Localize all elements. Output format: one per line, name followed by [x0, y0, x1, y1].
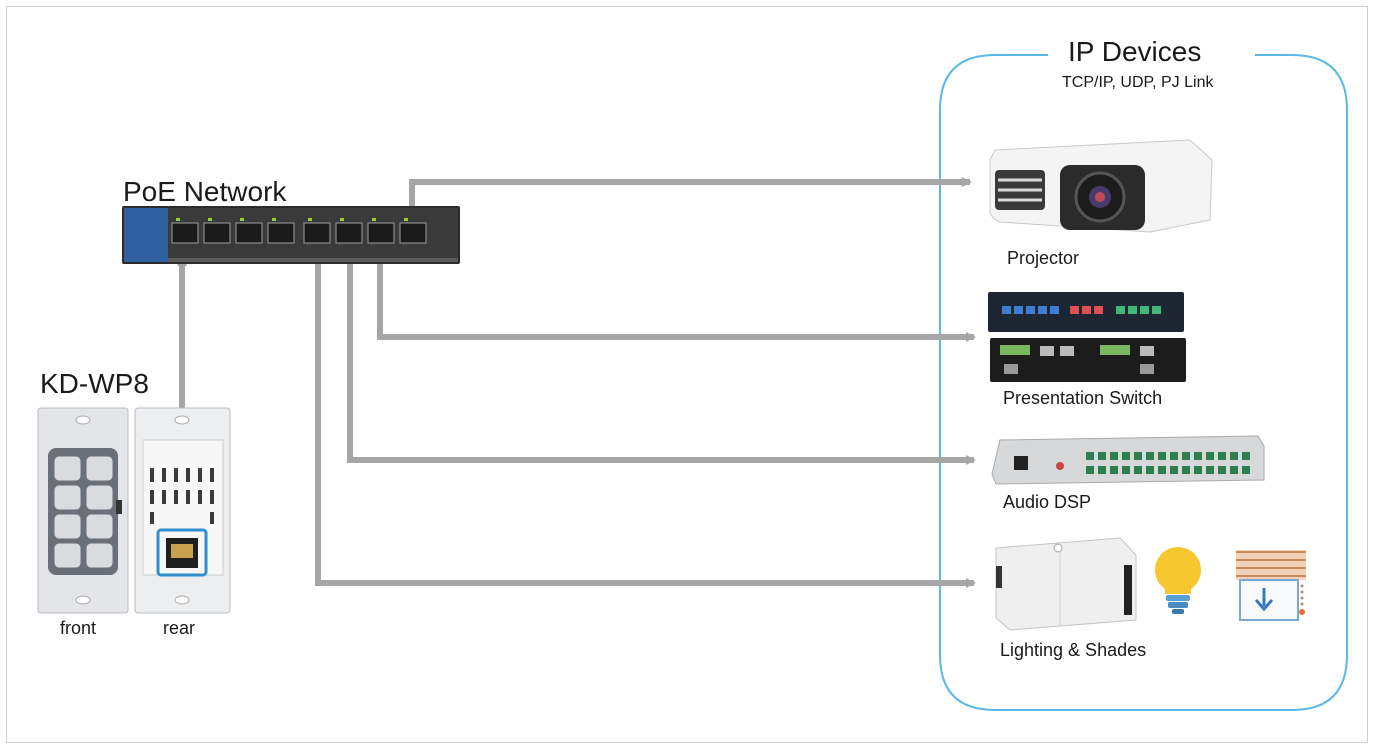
line-to-presentation-switch	[377, 258, 976, 342]
keypad-rear-icon	[134, 407, 231, 614]
keypad-front-icon	[37, 407, 129, 614]
line-to-projector	[409, 177, 972, 222]
device-label-presentation-switch: Presentation Switch	[1003, 388, 1163, 408]
lighting-controller-icon	[995, 537, 1137, 631]
light-bulb-icon	[1155, 547, 1201, 614]
keypad-model-label: KD-WP8	[40, 368, 149, 399]
poe-network-label: PoE Network	[123, 176, 287, 207]
keypad-rear-label: rear	[163, 618, 196, 638]
projector-icon	[989, 139, 1213, 233]
ip-devices-group-border	[939, 54, 1348, 711]
ip-devices-title: IP Devices	[1068, 36, 1202, 67]
device-label-projector: Projector	[1007, 248, 1080, 268]
line-to-lighting-shades	[315, 258, 976, 588]
poe-switch-icon	[122, 206, 460, 264]
device-label-lighting-shades: Lighting & Shades	[1000, 640, 1147, 660]
window-shade-icon	[1236, 550, 1306, 621]
presentation-switch-icon	[988, 292, 1186, 382]
line-to-audio-dsp	[347, 258, 976, 465]
keypad-front-label: front	[60, 618, 97, 638]
device-label-audio-dsp: Audio DSP	[1003, 492, 1092, 512]
diagram-frame	[6, 6, 1368, 743]
ip-devices-subtitle: TCP/IP, UDP, PJ Link	[1062, 74, 1214, 91]
audio-dsp-icon	[991, 435, 1265, 485]
